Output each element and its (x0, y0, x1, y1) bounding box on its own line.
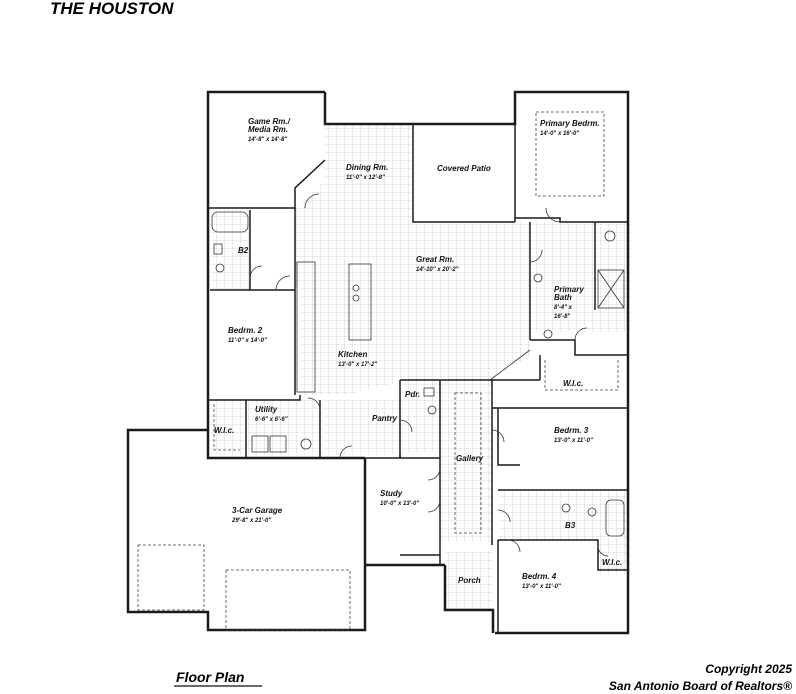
pantry-label: Pantry (372, 414, 397, 423)
bedroom-2-label: Bedrm. 2 (228, 326, 263, 335)
bedroom-2-dims: 11'-0" x 14'-0" (228, 338, 267, 344)
plan-title: THE HOUSTON (50, 0, 174, 18)
bedroom-3-dims: 13'-0" x 11'-0" (554, 438, 593, 444)
tile-floor-areas (210, 124, 630, 610)
bedroom-4-label: Bedrm. 4 (522, 572, 557, 581)
bedroom-2-wic-label: W.I.c. (214, 426, 234, 435)
game-room-dims: 14'-8" x 14'-8" (248, 137, 287, 143)
copyright-line-2: San Antonio Board of Realtors® (609, 679, 792, 693)
primary-bath-dims: 8'-4" x (554, 305, 573, 311)
gallery-label: Gallery (456, 454, 484, 463)
dining-room-dims: 11'-0" x 12'-8" (346, 175, 385, 181)
interior-walls (208, 124, 628, 633)
floor-plan-caption: Floor Plan (176, 669, 244, 685)
covered-patio-label: Covered Patio (437, 164, 491, 173)
garage-label: 3-Car Garage (232, 506, 283, 515)
primary-bath-label: Primary (554, 285, 584, 294)
game-room-label: Game Rm./ (248, 117, 291, 126)
bath-b3-label: B3 (565, 521, 576, 530)
powder-room-label: Pdr. (405, 390, 420, 399)
media-room-label: Media Rm. (248, 125, 288, 134)
primary-bath-dims-2: 16'-8" (554, 314, 570, 320)
bedroom-3-label: Bedrm. 3 (554, 426, 589, 435)
copyright-line-1: Copyright 2025 (705, 662, 792, 676)
great-room-dims: 14'-10" x 20'-2" (416, 267, 459, 273)
dining-room-label: Dining Rm. (346, 163, 388, 172)
utility-label: Utility (255, 405, 278, 414)
garage-dims: 29'-8" x 21'-0" (231, 518, 271, 524)
bedroom-4-wic-label: W.I.c. (602, 558, 622, 567)
bath-b2-label: B2 (238, 246, 249, 255)
porch-label: Porch (458, 576, 481, 585)
kitchen-dims: 13'-0" x 17'-2" (338, 362, 377, 368)
great-room-label: Great Rm. (416, 255, 454, 264)
study-dims: 10'-0" x 13'-0" (380, 501, 419, 507)
fixtures (137, 111, 625, 631)
room-labels: Game Rm./ Media Rm. 14'-8" x 14'-8" Dini… (214, 117, 622, 590)
bedroom-4-dims: 13'-0" x 11'-0" (522, 584, 561, 590)
primary-wic-label: W.I.c. (563, 379, 583, 388)
primary-bedroom-dims: 14'-0" x 16'-0" (540, 131, 579, 137)
primary-bath-label-2: Bath (554, 293, 572, 302)
study-label: Study (380, 489, 403, 498)
kitchen-label: Kitchen (338, 350, 367, 359)
exterior-walls (126, 90, 630, 635)
utility-dims: 6'-6" x 6'-6" (255, 417, 288, 423)
primary-bedroom-label: Primary Bedrm. (540, 119, 600, 128)
